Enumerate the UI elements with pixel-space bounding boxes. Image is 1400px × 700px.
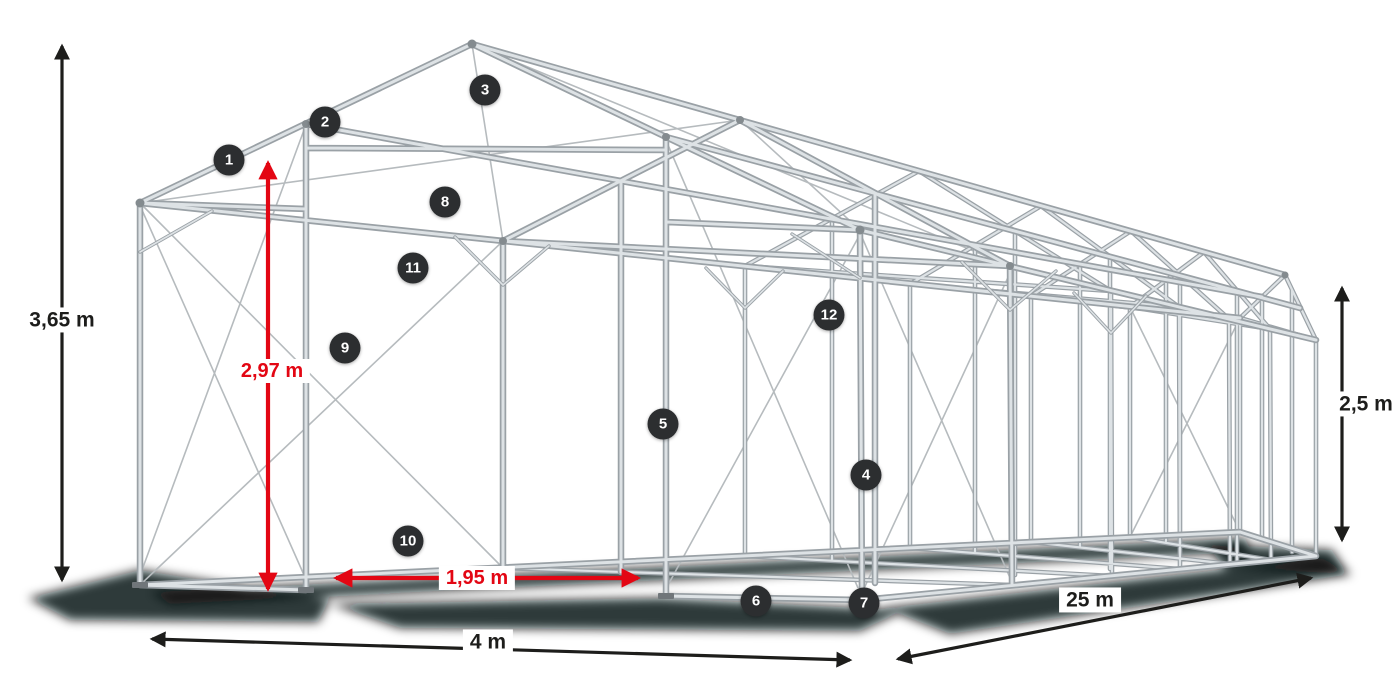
part-badge-10: 10 xyxy=(392,525,424,557)
part-badge-8: 8 xyxy=(429,186,461,218)
arrow-length xyxy=(895,572,1314,665)
part-badge-5: 5 xyxy=(647,408,679,440)
part-badge-4: 4 xyxy=(850,459,882,491)
dimension-label-length: 25 m xyxy=(1059,587,1121,613)
part-badge-3: 3 xyxy=(469,74,501,106)
knee-braces xyxy=(138,209,1148,335)
dimension-label-side-height: 2,5 m xyxy=(1332,391,1400,417)
part-badge-2: 2 xyxy=(309,106,341,138)
dimension-label-entrance-height: 2,97 m xyxy=(233,359,311,383)
dimension-label-width: 4 m xyxy=(462,629,514,655)
dimension-label-total-height: 3,65 m xyxy=(22,307,102,333)
part-badge-1: 1 xyxy=(213,144,245,176)
dimension-label-entrance-width: 1,95 m xyxy=(438,566,516,590)
pipe-joints xyxy=(135,39,1289,279)
part-badge-9: 9 xyxy=(329,332,361,364)
base-plates xyxy=(132,582,870,603)
part-badge-11: 11 xyxy=(397,252,429,284)
part-badge-7: 7 xyxy=(848,587,880,619)
part-badge-12: 12 xyxy=(813,299,845,331)
part-badge-6: 6 xyxy=(740,585,772,617)
